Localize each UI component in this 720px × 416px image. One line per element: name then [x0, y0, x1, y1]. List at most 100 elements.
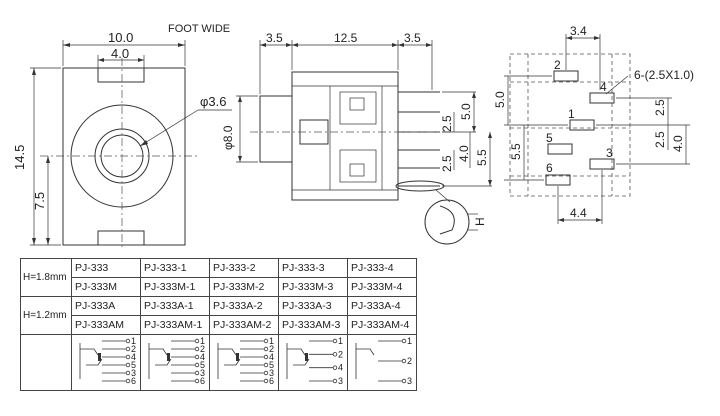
footprint-right-dim: 2.5	[653, 99, 667, 116]
footprint-pad-3	[589, 158, 615, 170]
schematic-pin-label: 2	[338, 349, 343, 359]
footprint-right-dim3: 4.0	[671, 135, 685, 152]
schematic-switch-block	[305, 353, 308, 361]
front-slot-dim: 4.0	[111, 46, 129, 61]
schematic-pin-label: 2	[407, 356, 412, 366]
schematic-blank-cell	[20, 334, 72, 391]
front-height-dim: 14.5	[12, 145, 27, 170]
side-detail-h: H	[473, 217, 487, 226]
schematic-contact	[79, 343, 99, 379]
schematic-pin-label: 5	[269, 360, 274, 370]
front-bottom-slot	[97, 230, 145, 246]
side-right-dim: 3.5	[404, 31, 421, 45]
schematic-diagram: 123	[355, 336, 412, 386]
footprint-view: 2 4 1 5 3 6 3.4 6-(2.5X1.0) 5.0 5.5 2.5 …	[493, 24, 694, 224]
side-view: 3.5 12.5 3.5 φ8.0 5.0 2.5 2.5 4.0 5.5 H	[221, 31, 492, 245]
connector-drawing: FOOT WIDE 10.0 4.0 φ3.6 14.5	[12, 23, 694, 250]
side-pitch-2.5b: 2.5	[440, 155, 454, 172]
footprint-pad-5	[547, 143, 573, 155]
schematic-pin-label: 5	[131, 360, 136, 370]
footprint-left-dim2: 5.5	[509, 143, 523, 160]
part-cell: PJ-333M-4	[347, 277, 417, 297]
front-center-dim: 7.5	[32, 192, 47, 210]
schematic-terminal	[194, 354, 200, 360]
schematic-terminal	[194, 378, 200, 384]
side-pitch-4.0: 4.0	[457, 145, 471, 162]
footprint-pin-1: 1	[568, 107, 575, 121]
front-width-dim: 10.0	[108, 30, 133, 45]
schematic-terminal	[332, 338, 338, 344]
schematic-terminal	[263, 346, 269, 352]
schematic-contact	[217, 343, 237, 379]
table-row: PJ-333M PJ-333M-1 PJ-333M-2 PJ-333M-3 PJ…	[21, 277, 417, 297]
schematic-pin-label: 3	[131, 368, 136, 378]
footprint-pad-2	[553, 70, 579, 82]
part-cell: PJ-333-4	[347, 258, 417, 278]
footprint-pin-5: 5	[546, 131, 553, 145]
part-cell: PJ-333AM-3	[278, 315, 348, 335]
front-hole-dim: φ3.6	[200, 94, 227, 109]
foot-wide-label: FOOT WIDE	[168, 23, 230, 35]
schematic-terminal	[263, 354, 269, 360]
footprint-top-dim: 3.4	[570, 24, 587, 38]
schematic-pin-label: 2	[200, 344, 205, 354]
side-body-dia-dim: φ8.0	[221, 125, 235, 150]
part-cell: PJ-333M-2	[209, 277, 279, 297]
footprint-pad-4	[589, 92, 615, 104]
part-cell: PJ-333M-1	[140, 277, 210, 297]
part-cell: PJ-333M-3	[278, 277, 348, 297]
schematic-pin-label: 4	[131, 352, 136, 362]
part-cell: PJ-333-3	[278, 258, 348, 278]
schematic-terminal	[332, 378, 338, 384]
schematic-pin-label: 1	[338, 336, 343, 346]
front-top-slot	[97, 67, 145, 83]
schematic-terminal	[401, 338, 407, 344]
parts-table: H=1.8mm PJ-333 PJ-333-1 PJ-333-2 PJ-333-…	[20, 258, 417, 391]
schematic-terminal	[125, 338, 131, 344]
h-label-1.8: H=1.8mm	[20, 258, 72, 297]
side-body-dim: 12.5	[334, 31, 358, 45]
schematic-pin-label: 1	[131, 336, 136, 346]
table-row: H=1.2mm PJ-333A PJ-333A-1 PJ-333A-2 PJ-3…	[20, 296, 417, 335]
schematic-switch-block	[98, 353, 101, 361]
schematic-pin-label: 6	[200, 376, 205, 386]
schematic-pin-label: 5	[200, 360, 205, 370]
schematic-switch-block	[167, 353, 170, 361]
side-pins	[395, 91, 445, 192]
footprint-pad-6	[545, 174, 571, 186]
schematic-pin-label: 3	[200, 368, 205, 378]
schematic-pin-label: 3	[338, 376, 343, 386]
part-cell: PJ-333-1	[140, 258, 210, 278]
part-cell: PJ-333A-1	[140, 296, 210, 316]
side-pitch-2.5a: 2.5	[440, 115, 454, 132]
schematic-terminal	[332, 352, 338, 357]
footprint-pin-4: 4	[600, 80, 607, 94]
schematic-terminal	[194, 362, 200, 368]
schematic-contact	[286, 343, 306, 379]
side-left-dim: 3.5	[266, 31, 283, 45]
side-pitch-5.0: 5.0	[459, 103, 473, 120]
schematic-terminal	[263, 338, 269, 344]
footprint-pin-2: 2	[554, 58, 561, 72]
part-cell: PJ-333AM-1	[140, 315, 210, 335]
side-body	[291, 71, 399, 201]
side-nose	[259, 95, 293, 163]
footprint-left-dim: 5.0	[493, 91, 507, 108]
schematic-terminal	[401, 378, 407, 384]
schematic-switch-block	[236, 353, 239, 361]
part-cell: PJ-333M	[71, 277, 141, 297]
schematic-pin-label: 1	[407, 336, 412, 346]
table-row: H=1.8mm PJ-333 PJ-333-1 PJ-333-2 PJ-333-…	[20, 258, 417, 297]
part-cell: PJ-333	[71, 258, 141, 278]
schematic-terminal	[125, 354, 131, 360]
schematic-terminal	[194, 346, 200, 352]
part-cell: PJ-333AM-4	[347, 315, 417, 335]
schematic-terminal	[125, 362, 131, 368]
part-cell: PJ-333AM	[71, 315, 141, 335]
